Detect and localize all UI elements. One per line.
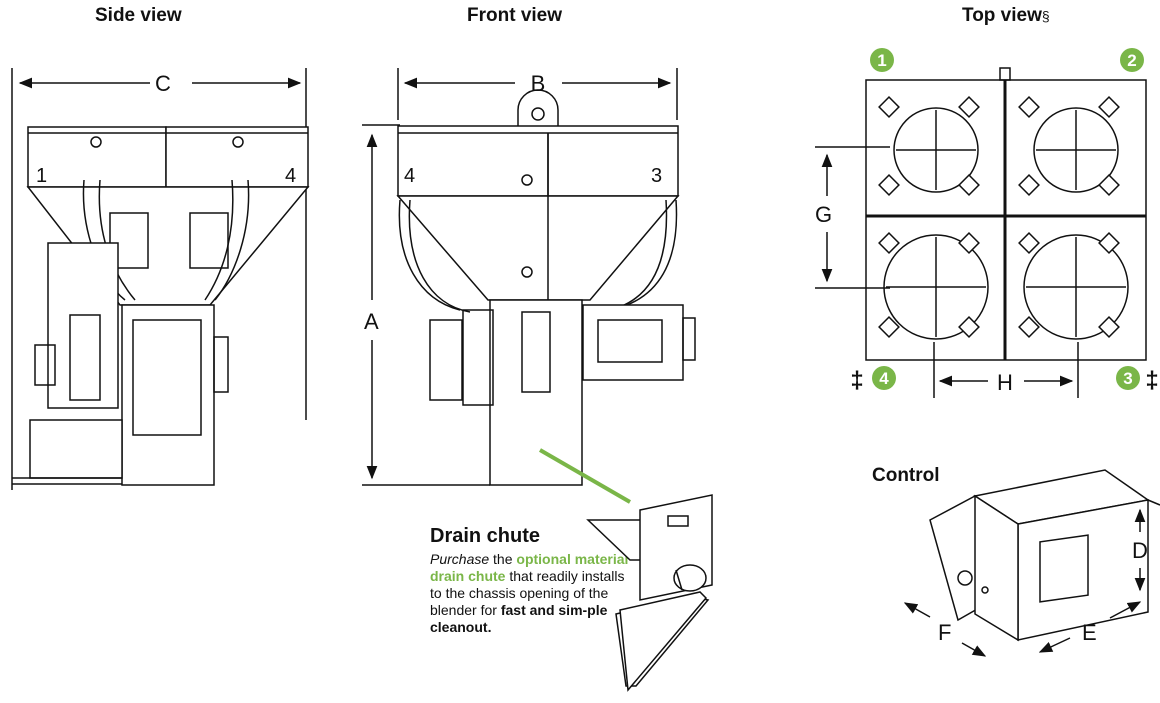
dimension-d-label: D <box>1132 538 1148 563</box>
dimension-c-label: C <box>155 71 171 96</box>
top-view-drawing <box>815 67 1147 398</box>
control-title: Control <box>872 465 940 486</box>
side-station-1: 1 <box>36 165 47 187</box>
station-badge-3: 3 <box>1116 366 1140 390</box>
drain-chute-text: Purchase the optional material drain chu… <box>430 551 629 635</box>
front-view-title: Front view <box>467 5 563 26</box>
front-station-3: 3 <box>651 165 662 187</box>
control-box-drawing <box>929 469 1160 642</box>
front-station-4: 4 <box>404 165 415 187</box>
dimension-g-label: G <box>815 202 832 227</box>
drain-chute-pointer <box>538 448 632 504</box>
station-4-double-dagger: ‡ <box>850 367 863 394</box>
dimension-e-label: E <box>1082 620 1097 645</box>
station-badge-4: 4 <box>872 366 896 390</box>
drain-chute-heading: Drain chute <box>430 525 541 547</box>
drain-chute-drawing <box>586 494 713 692</box>
svg-text:3: 3 <box>1123 369 1132 388</box>
front-view-drawing <box>362 68 696 486</box>
side-view-title: Side view <box>95 5 182 26</box>
side-station-4: 4 <box>285 165 296 187</box>
top-view-title: Top view§ <box>962 5 1050 26</box>
side-view-drawing <box>11 68 310 490</box>
control-dimensions <box>903 508 1146 657</box>
station-badge-1: 1 <box>870 48 894 72</box>
dimension-h-label: H <box>997 370 1013 395</box>
dimension-a-label: A <box>364 309 379 334</box>
svg-text:1: 1 <box>877 51 886 70</box>
section-mark: § <box>1041 8 1050 24</box>
svg-text:2: 2 <box>1127 51 1136 70</box>
dimension-b-label: B <box>531 71 546 96</box>
dimension-f-label: F <box>938 620 951 645</box>
svg-text:4: 4 <box>879 369 889 388</box>
station-badge-2: 2 <box>1120 48 1144 72</box>
station-3-double-dagger: ‡ <box>1145 367 1158 394</box>
drain-chute-description: Drain chute Purchase the optional materi… <box>430 525 630 636</box>
